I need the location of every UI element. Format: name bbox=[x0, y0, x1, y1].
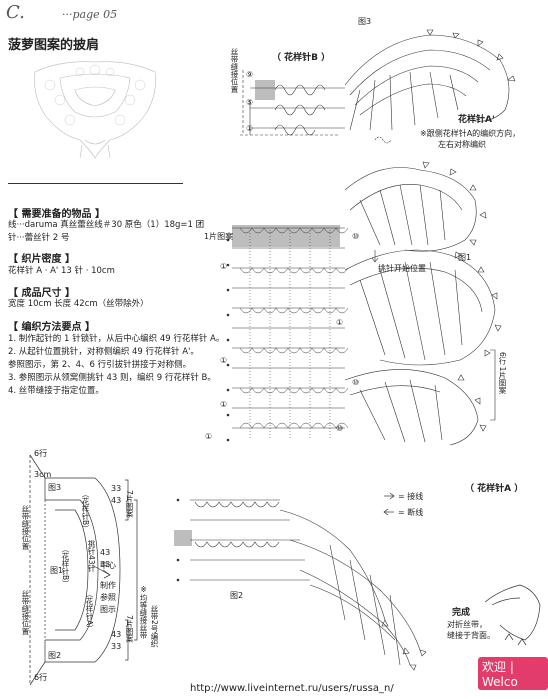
divider bbox=[8, 183, 183, 184]
materials-line1: 线···daruma 真丝蕾丝线＃30 原色（1）18g=1 团 bbox=[8, 220, 205, 230]
fig2-markers bbox=[176, 498, 180, 582]
materials-heading: 【 需要准备的物品 】 bbox=[8, 209, 105, 220]
shawl-thumbnail-texture bbox=[44, 64, 146, 126]
fig3-dashed-guide bbox=[240, 70, 340, 136]
schematic bbox=[29, 454, 138, 686]
schematic-b-label: （花样针B） bbox=[81, 490, 90, 533]
schematic-even2: 丝带2号编织 bbox=[150, 605, 159, 648]
schematic-pickup: 挑针43针 bbox=[87, 540, 96, 573]
schematic-a-label: （花样针A） bbox=[85, 590, 94, 633]
schematic-n33c: 33 bbox=[111, 642, 122, 651]
fig1-pickup-label: 挑针开始位置 bbox=[378, 264, 426, 273]
fig1-pattern-label: （ 花样针A ） bbox=[465, 484, 524, 494]
gauge-heading: 【 织片密度 】 bbox=[8, 254, 75, 265]
fig1-row-label: ⑩ bbox=[336, 424, 344, 433]
schematic-n33: 33 bbox=[111, 484, 122, 493]
schematic-make1: 制作 bbox=[100, 581, 116, 590]
pattern-a-prime-label: 花样针A' bbox=[458, 115, 495, 125]
legend-cut: = 断线 bbox=[398, 508, 424, 517]
schematic-fig2: 图2 bbox=[48, 651, 62, 660]
fig3-row-label: ⑨ bbox=[246, 70, 254, 79]
size-heading: 【 成品尺寸 】 bbox=[8, 288, 75, 299]
fig1-rows6-label: 6行 1片图案 bbox=[498, 352, 507, 394]
schematic-piece7b: 7片图案 bbox=[125, 615, 134, 643]
schematic-rows6a: 6行 bbox=[34, 449, 48, 458]
finish-title: 完成 bbox=[452, 608, 471, 618]
schematic-even: ※均等缝接丝带 bbox=[139, 585, 148, 639]
watermark-welco: 欢迎 | Welco bbox=[478, 657, 548, 690]
fig1-one-piece: 1片图案 bbox=[204, 232, 234, 241]
fig1-row-label: ① bbox=[220, 262, 228, 271]
schematic-fig3: 图3 bbox=[48, 483, 62, 492]
fig1-chart bbox=[232, 161, 502, 446]
fig1-row-label: ⑩ bbox=[352, 232, 360, 241]
fig3-ribbon-label: 丝带缝接位置 bbox=[230, 48, 239, 93]
shawl-thumbnail bbox=[34, 61, 156, 159]
schematic-3cm: 3cm bbox=[34, 470, 52, 479]
finish-note1: 对折丝带， bbox=[447, 620, 487, 629]
finish-illustration bbox=[484, 584, 541, 646]
legend-join: = 接线 bbox=[398, 492, 424, 501]
schematic-n43a: 43 bbox=[111, 496, 122, 505]
schematic-ribbon1: 丝带缝接位置 bbox=[21, 505, 30, 550]
header-page: ···page 05 bbox=[62, 8, 118, 21]
schematic-n43b: 43 bbox=[100, 548, 111, 557]
fig3-row-label: ⑤ bbox=[246, 98, 254, 107]
legend-symbols bbox=[383, 492, 395, 516]
schematic-piece7a: 7片图案 bbox=[125, 490, 134, 518]
schematic-fig1: 图1 bbox=[50, 566, 64, 575]
materials-line2: 针···蕾丝针 2 号 bbox=[8, 233, 70, 243]
schematic-make3: 图示 bbox=[100, 605, 116, 614]
schematic-n33b: 33 bbox=[100, 560, 111, 569]
steps-heading: 【 编织方法要点 】 bbox=[8, 322, 95, 333]
schematic-center: 中心 bbox=[100, 561, 116, 570]
fig1-row-label: ① bbox=[336, 318, 344, 327]
fig1-bracket bbox=[490, 349, 496, 421]
schematic-rows6b: 6行 bbox=[34, 673, 48, 682]
step-item: 2. 从起针位置挑针，对称侧编织 49 行花样针 A'。 bbox=[8, 347, 199, 357]
fig1-row-label: ① bbox=[205, 432, 213, 441]
page-title: 菠萝图案的披肩 bbox=[8, 38, 100, 53]
fig1-label: 图1 bbox=[458, 253, 472, 262]
fig1-row-label: ① bbox=[220, 400, 228, 409]
size-line1: 宽度 10cm 长度 42cm（丝带除外） bbox=[8, 299, 149, 309]
fig3-pattern-label: （ 花样针B ） bbox=[272, 53, 331, 63]
schematic-make2: 参照 bbox=[100, 593, 116, 602]
fig3-label: 图3 bbox=[358, 17, 372, 26]
schematic-b-label2: （花样针B） bbox=[61, 545, 70, 588]
header-letter: C. bbox=[6, 2, 25, 23]
fig2-label: 图2 bbox=[230, 591, 244, 600]
fig1-left-markers bbox=[226, 238, 230, 442]
fig3-row-label: ① bbox=[246, 124, 254, 133]
step-item: 4. 丝带缝接于指定位置。 bbox=[8, 386, 104, 396]
fig1-row-label: ⑩ bbox=[352, 378, 360, 387]
gauge-line1: 花样针 A · A' 13 针 · 10cm bbox=[8, 266, 115, 276]
step-item: 1. 制作起针的 1 针锁针，从后中心编织 49 行花样针 A。 bbox=[8, 334, 225, 344]
step-item: 参照图示，第 2、4、6 行引拔针拼接于对称侧。 bbox=[8, 360, 192, 370]
fig1-row-label: ① bbox=[220, 356, 228, 365]
watermark-url: http://www.liveinternet.ru/users/russa_n… bbox=[190, 683, 394, 694]
fig3-chart bbox=[249, 29, 516, 144]
step-item: 3. 参照图示从领窝侧挑针 43 则，编织 9 行花样针 B。 bbox=[8, 373, 216, 383]
pattern-a-prime-note2: 左右对称编织 bbox=[438, 140, 486, 149]
schematic-ribbon2: 丝带缝接位置 bbox=[21, 590, 30, 635]
finish-note2: 缝接于背面。 bbox=[447, 631, 495, 640]
schematic-n43c: 43 bbox=[111, 630, 122, 639]
fig1-pickup-arrow bbox=[371, 250, 379, 263]
pattern-a-prime-note1: ※跟侧花样针A的编织方向， bbox=[420, 129, 521, 138]
fig2-chart bbox=[174, 499, 427, 671]
